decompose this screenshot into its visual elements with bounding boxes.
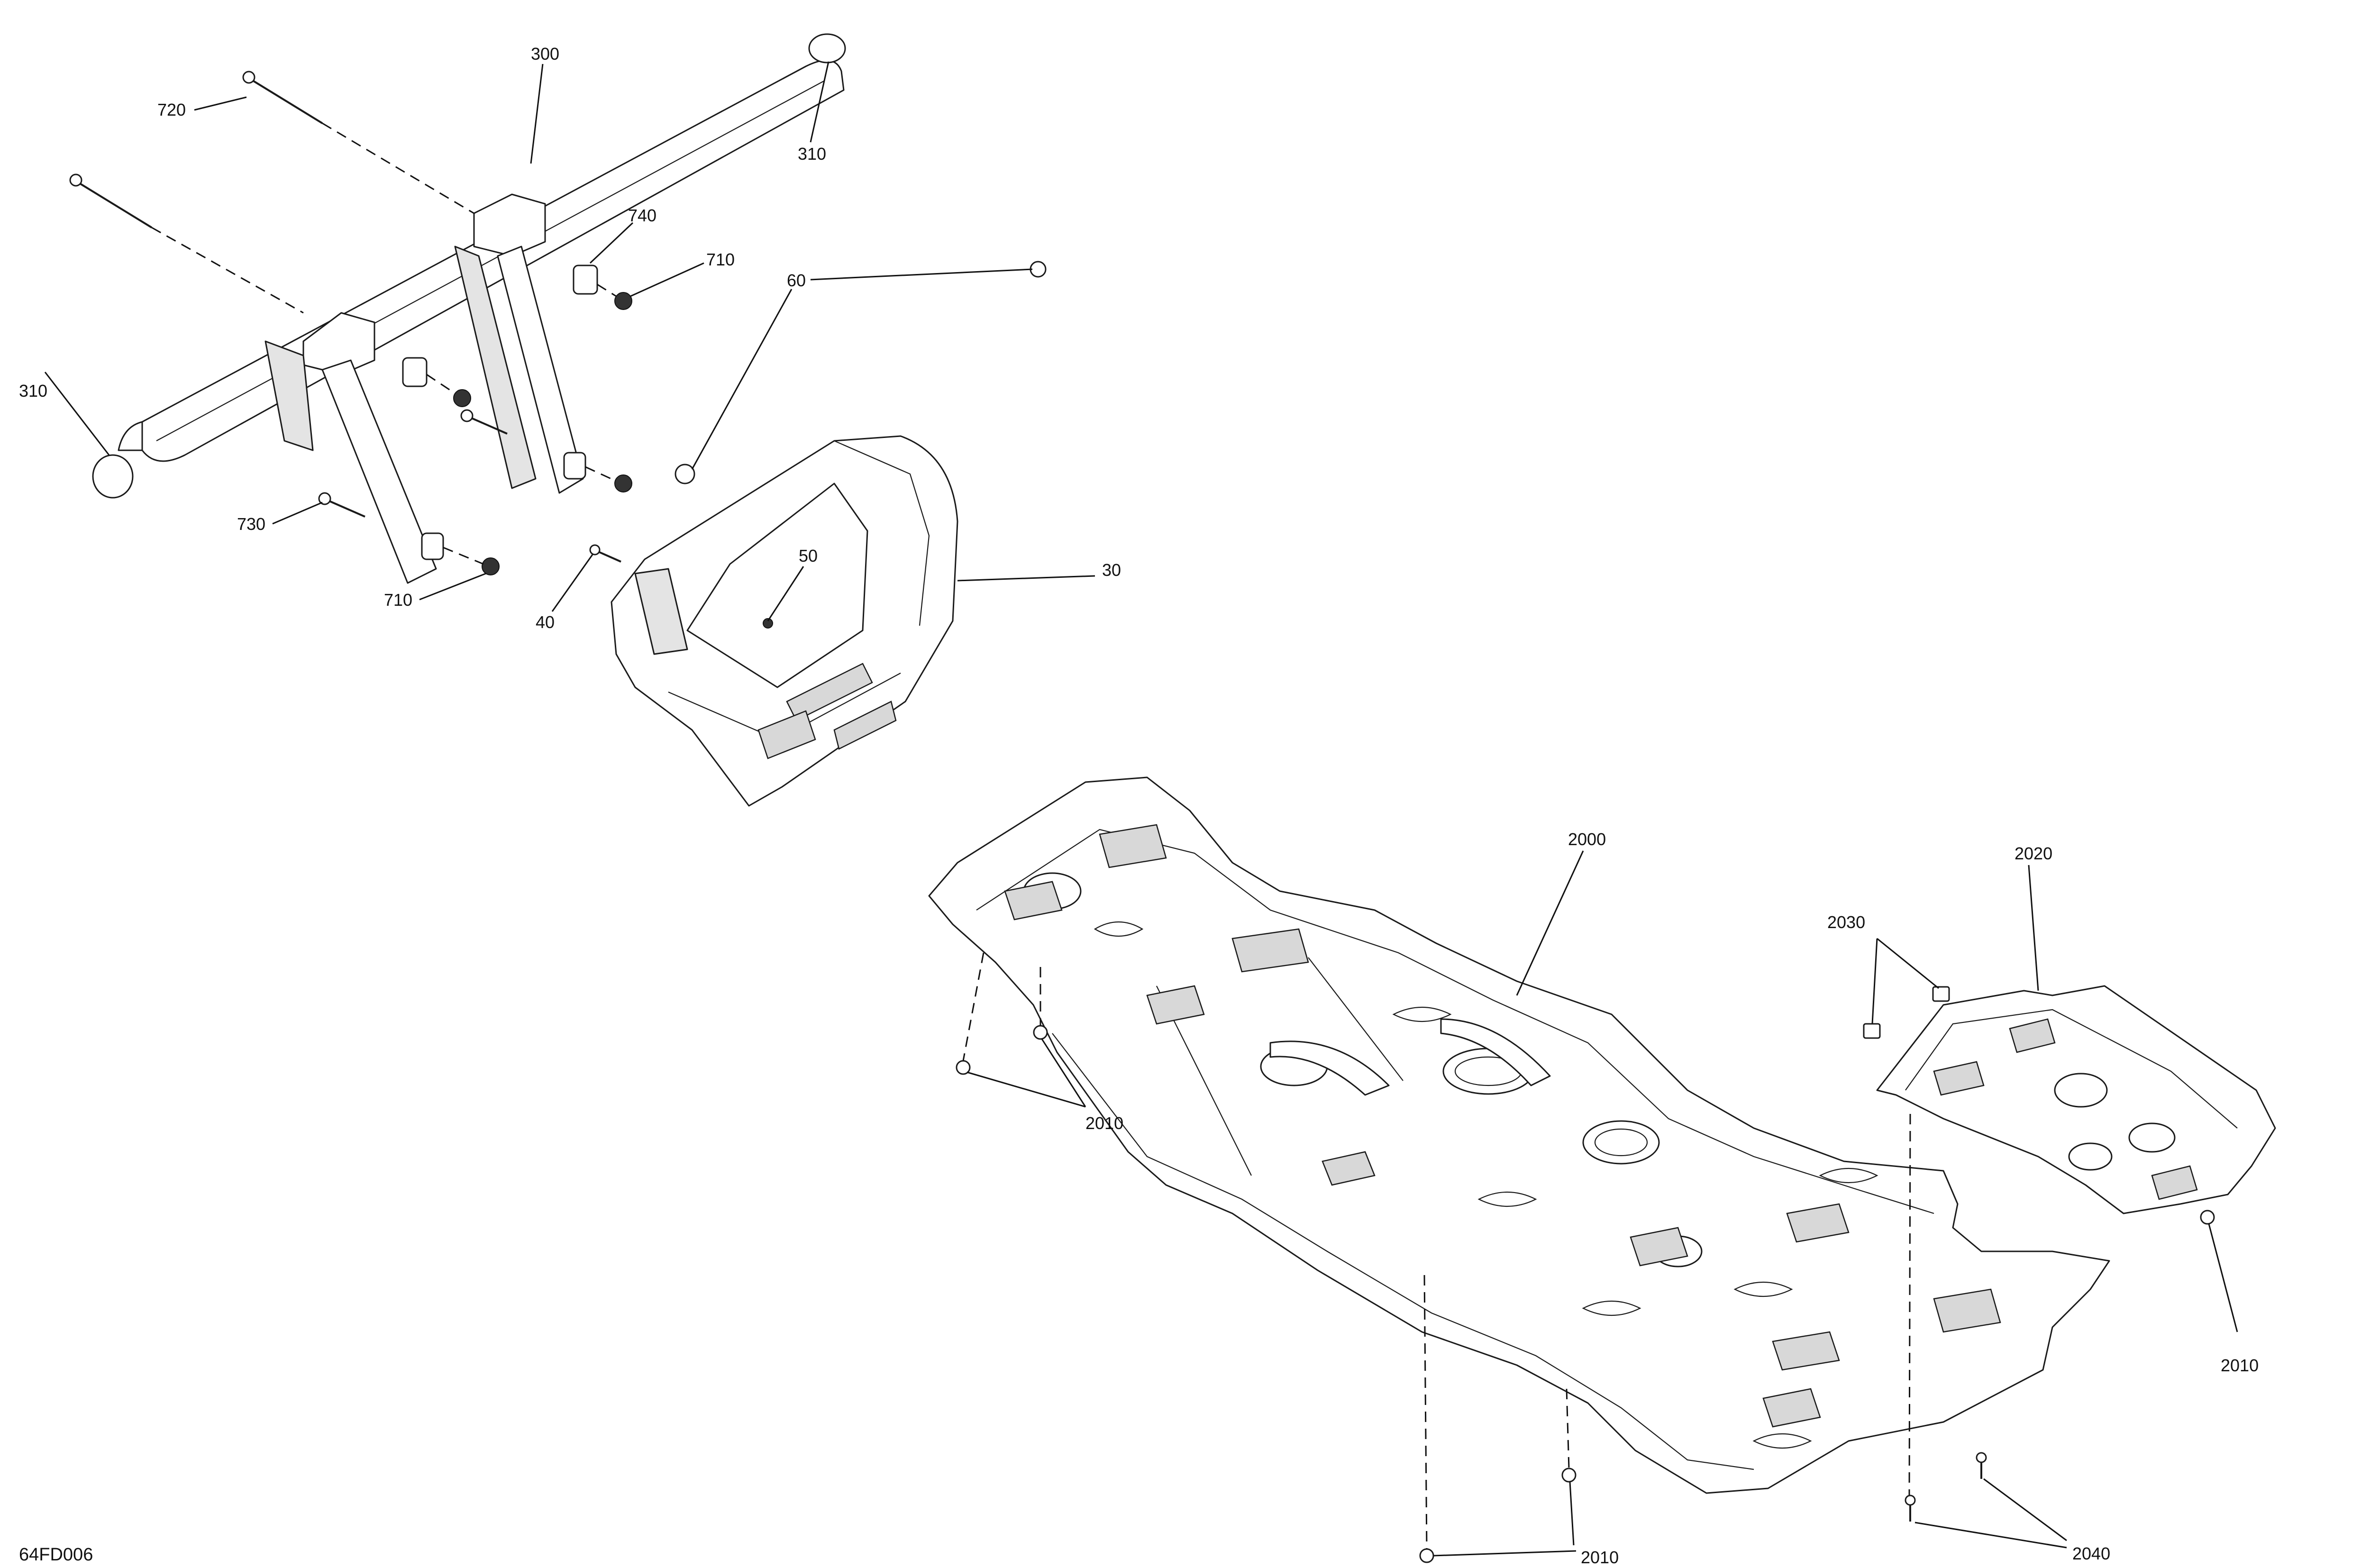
callout-710-upper: 710 <box>706 250 735 269</box>
callout-710-lower: 710 <box>384 590 412 610</box>
bolt-730 <box>318 409 508 518</box>
fasteners-2010 <box>956 1025 2215 1563</box>
callout-310-top: 310 <box>798 144 826 164</box>
clip-2030-b <box>1932 986 1950 1002</box>
callout-50: 50 <box>799 546 818 565</box>
bolts-2040 <box>1905 1452 1987 1522</box>
callout-720: 720 <box>157 100 186 119</box>
callout-2000: 2000 <box>1568 830 1606 849</box>
callout-2030: 2030 <box>1827 912 1865 932</box>
screw-40 <box>589 544 621 563</box>
callout-730: 730 <box>237 514 265 534</box>
leader-lines <box>44 61 2238 1557</box>
grommet-60 <box>675 464 695 484</box>
callout-740: 740 <box>628 206 656 225</box>
callout-300: 300 <box>531 44 559 64</box>
callout-labels: 300 310 310 720 740 710 710 730 60 50 40… <box>19 44 2259 1567</box>
front-skid-plate-30 <box>611 435 958 807</box>
callout-2010-right: 2010 <box>2221 1356 2259 1375</box>
callout-2020: 2020 <box>2014 844 2052 863</box>
spacers-and-nuts <box>402 264 632 575</box>
bumper-tube-assembly <box>92 33 846 584</box>
floor-skid-plate-2000 <box>928 776 2110 1494</box>
callout-2010-left: 2010 <box>1085 1113 1123 1133</box>
end-cap-left <box>92 454 134 499</box>
callout-2010-bottom: 2010 <box>1581 1548 1619 1567</box>
callout-310-left: 310 <box>19 381 47 401</box>
callout-30: 30 <box>1102 560 1121 580</box>
nut-60-top <box>1030 261 1047 278</box>
bolt-720 <box>69 71 323 228</box>
end-cap-top <box>808 33 846 64</box>
clip-2030-a <box>1863 1023 1881 1039</box>
callout-2040: 2040 <box>2072 1544 2110 1563</box>
callout-60: 60 <box>787 271 806 290</box>
rear-skid-plate-2020 <box>1876 985 2276 1214</box>
callout-40: 40 <box>536 612 555 632</box>
drawing-reference-code: 64FD006 <box>19 1545 93 1565</box>
